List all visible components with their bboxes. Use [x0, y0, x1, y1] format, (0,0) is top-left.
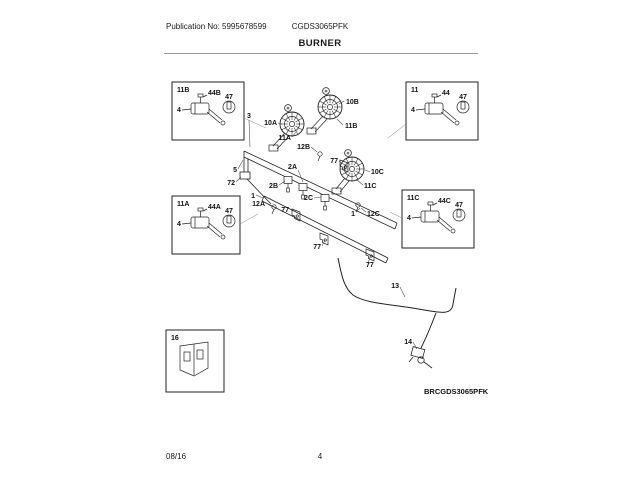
callout-47-b4: 47 [455, 202, 463, 209]
callout-2B: 2B [269, 183, 278, 190]
callout-5: 5 [233, 167, 237, 174]
burner-heads [268, 87, 365, 195]
model-number: CGDS3065PFK [291, 22, 349, 31]
footer-date: 08/16 [166, 452, 187, 461]
callout-10A: 10A [264, 120, 277, 127]
manifold-assembly [239, 150, 398, 264]
inset-box-11A: 11A 44A 47 4 [171, 195, 241, 255]
callout-12C: 12C [367, 211, 380, 218]
callout-4-b3: 4 [177, 221, 181, 228]
callout-77-1: 77 [330, 158, 338, 165]
inset-label-11: 11 [411, 87, 419, 94]
burner-head-10B [317, 87, 343, 120]
callout-47-b2: 47 [459, 94, 467, 101]
callout-44B: 44B [208, 90, 221, 97]
callout-44: 44 [442, 90, 450, 97]
callout-2A: 2A [288, 164, 297, 171]
inset-label-11A: 11A [177, 201, 189, 208]
callout-77-2: 77 [281, 207, 289, 214]
callout-1-1: 1 [251, 193, 255, 200]
inset-label-16: 16 [171, 335, 179, 342]
surface-valve-2C [320, 194, 330, 211]
callout-3: 3 [247, 113, 251, 120]
inset-label-11C: 11C [407, 195, 419, 202]
surface-valve-2B [283, 176, 293, 193]
callout-10C: 10C [371, 169, 384, 176]
bracket-16-drawing [179, 341, 209, 377]
regulator-14 [408, 346, 433, 369]
inset-box-11C: 11C 44C 47 4 [401, 189, 475, 249]
callout-4-b1: 4 [177, 107, 181, 114]
callout-47-b3: 47 [225, 208, 233, 215]
callout-12A: 12A [252, 201, 265, 208]
inset-connector-lines [239, 117, 407, 225]
callout-4-b2: 4 [411, 107, 415, 114]
callout-77-4: 77 [366, 262, 374, 269]
callout-11A: 11A [279, 135, 291, 142]
burner-head-10C [339, 149, 365, 182]
burner-head-10A [279, 104, 305, 137]
callout-44A: 44A [208, 204, 221, 211]
bracket-77-3 [319, 232, 329, 246]
callout-2C: 2C [304, 195, 313, 202]
surface-valves [283, 176, 330, 211]
supply-tube-13 [337, 257, 457, 349]
footer-page-number: 4 [317, 452, 323, 461]
callout-12B: 12B [297, 144, 310, 151]
callout-72: 72 [227, 180, 235, 187]
burner-venturis [268, 115, 350, 195]
callout-1-2: 1 [351, 211, 355, 218]
callout-44C: 44C [438, 198, 451, 205]
orifice-12B [317, 151, 323, 162]
callout-4-b4: 4 [407, 215, 411, 222]
inset-box-16: 16 [165, 329, 225, 393]
inset-box-11: 11 44 47 4 [405, 81, 479, 141]
callout-10B: 10B [346, 99, 359, 106]
diagram-code: BRCGDS3065PFK [424, 387, 489, 396]
callout-13: 13 [391, 283, 399, 290]
inset-box-11B: 11B 44B 47 4 [171, 81, 245, 141]
callout-leader-lines [235, 100, 418, 350]
publication-number: Publication No: 5995678599 [166, 22, 267, 31]
section-title: BURNER [298, 38, 342, 49]
header-divider [164, 53, 478, 54]
callout-47-b1: 47 [225, 94, 233, 101]
callout-14: 14 [404, 339, 412, 346]
callout-labels: 10B 10A 11B 11A 12B 77 2A 2B 2C 3 5 72 1… [227, 99, 489, 396]
callout-11C: 11C [364, 183, 376, 190]
callout-77-3: 77 [313, 244, 321, 251]
inset-label-11B: 11B [177, 87, 189, 94]
callout-11B: 11B [345, 123, 357, 130]
